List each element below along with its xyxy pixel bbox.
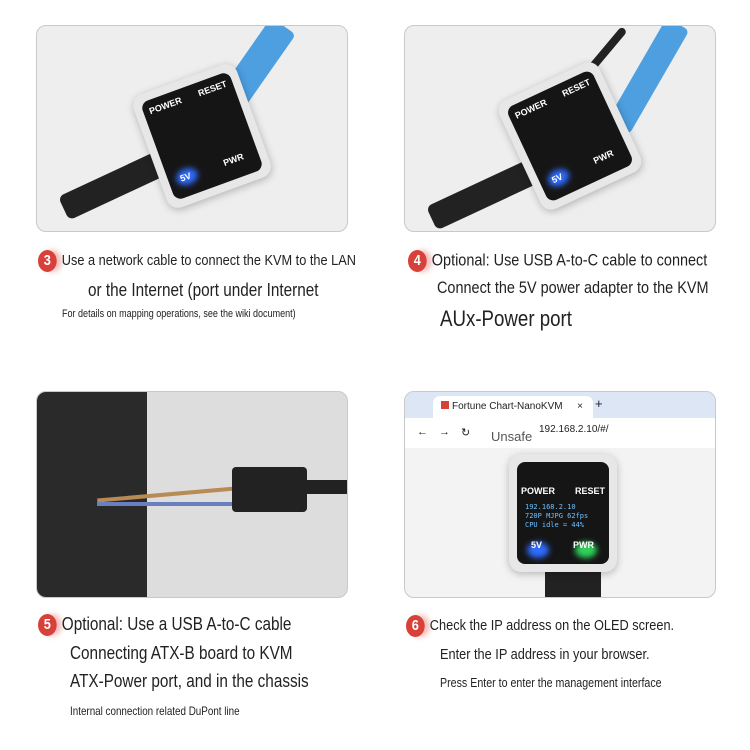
step-badge: 5 (38, 614, 57, 637)
step-6-line-2: Enter the IP address in your browser. (440, 646, 650, 663)
oled-cpu: CPU idle = 44% (525, 521, 585, 529)
step-4-line-3: AUx-Power port (440, 306, 572, 331)
new-tab-button[interactable]: + (595, 396, 603, 411)
tab-title: Fortune Chart-NanoKVM (452, 401, 563, 412)
step-3-line-3: For details on mapping operations, see t… (62, 308, 296, 320)
step-badge: 4 (408, 250, 427, 272)
step-5-line-3: ATX-Power port, and in the chassis (70, 671, 309, 691)
step-6-line-3: Press Enter to enter the management inte… (440, 675, 662, 690)
address-bar[interactable]: 192.168.2.10/#/ (539, 424, 609, 435)
kvm-device: POWER RESET 192.168.2.10 720P MJPG 62fps… (509, 454, 617, 572)
tab-close-button[interactable]: × (577, 401, 583, 412)
step-text: Optional: Use USB A-to-C cable to connec… (431, 250, 708, 270)
oled-video: 720P MJPG 62fps (525, 512, 589, 520)
photo-network-cable: POWER RESET 5V PWR (36, 25, 348, 232)
step-5-line-4: Internal connection related DuPont line (70, 704, 240, 718)
step-text: Check the IP address on the OLED screen. (429, 616, 675, 634)
reload-button[interactable]: ↻ (461, 427, 471, 439)
oled-screen: 192.168.2.10 720P MJPG 62fps CPU idle = … (525, 503, 588, 530)
power-label: POWER (521, 486, 556, 496)
step-badge: 3 (38, 250, 57, 272)
photo-usb-power: POWER RESET 5V PWR (404, 25, 716, 232)
step-text: Optional: Use a USB A-to-C cable (61, 614, 292, 634)
step-5-line-2: Connecting ATX-B board to KVM (70, 643, 293, 663)
forward-button[interactable]: → (439, 426, 450, 438)
oled-ip: 192.168.2.10 (525, 503, 576, 511)
browser-tab[interactable]: Fortune Chart-NanoKVM × (433, 396, 593, 418)
photo-browser: Fortune Chart-NanoKVM × + ← → ↻ Unsafe 19… (404, 391, 716, 598)
security-label: Unsafe (491, 429, 533, 444)
back-button[interactable]: ← (417, 426, 428, 438)
step-text: Use a network cable to connect the KVM t… (61, 251, 356, 269)
photo-atx-board (36, 391, 348, 598)
step-3-line-2: or the Internet (port under Internet (88, 280, 319, 300)
pwr-label: PWR (573, 540, 594, 550)
step-4-line-2: Connect the 5V power adapter to the KVM (437, 278, 709, 297)
reset-label: RESET (575, 486, 606, 496)
5v-label: 5V (531, 540, 543, 550)
favicon-icon (441, 401, 449, 409)
step-badge: 6 (406, 615, 425, 637)
